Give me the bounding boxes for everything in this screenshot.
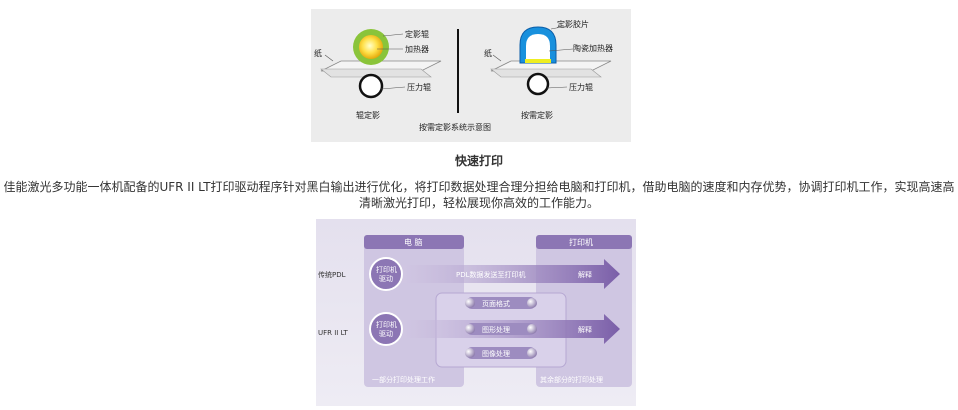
label-fuser-roller: 定影辊 bbox=[405, 29, 429, 39]
label-paper-left: 纸 bbox=[314, 48, 322, 58]
section-body: 佳能激光多功能一体机配备的UFR II LT打印驱动程序针对黑白输出进行优化，将… bbox=[3, 180, 955, 210]
label-ceramic-heater: 陶瓷加热器 bbox=[573, 43, 613, 53]
driver-badge-1-line1: 打印机 bbox=[376, 265, 397, 274]
step-image: 图像处理 bbox=[482, 349, 510, 358]
driver-badge-1-line2: 驱动 bbox=[379, 274, 393, 283]
header-printer: 打印机 bbox=[569, 237, 593, 247]
header-pc: 电 脑 bbox=[404, 237, 423, 247]
driver-badge-2 bbox=[369, 312, 403, 346]
step-graphics: 图形处理 bbox=[482, 325, 510, 334]
section-title: 快速打印 bbox=[454, 154, 503, 168]
driver-badge-2-line1: 打印机 bbox=[376, 320, 397, 329]
driver-badge-2-line2: 驱动 bbox=[379, 329, 393, 338]
print-processing-diagram: 电 脑 打印机 传统PDL UFR II LT PDL数据发送至打印机 解释 打… bbox=[316, 219, 636, 406]
arrow-pdl-to-printer bbox=[391, 259, 620, 289]
caption-on-demand-fuser: 按需定影 bbox=[521, 110, 553, 120]
label-paper-right: 纸 bbox=[484, 48, 492, 58]
label-pressure-roller-right: 压力辊 bbox=[569, 82, 593, 92]
footer-pc: 一部分打印处理工作 bbox=[372, 375, 435, 384]
interpret-label-2: 解释 bbox=[578, 325, 592, 334]
on-demand-fuser-illustration bbox=[490, 25, 612, 96]
arrow-pdl-text: PDL数据发送至打印机 bbox=[456, 270, 526, 279]
row-label-ufr: UFR II LT bbox=[318, 329, 349, 337]
fuser-system-diagram: 定影辊 加热器 纸 压力辊 辊定影 定影胶片 陶瓷加热器 纸 压力辊 按需定影 … bbox=[311, 9, 631, 142]
driver-badge-1 bbox=[369, 257, 403, 291]
interpret-label-1: 解释 bbox=[578, 270, 592, 279]
row-label-traditional-pdl: 传统PDL bbox=[318, 270, 346, 279]
label-heater: 加热器 bbox=[405, 44, 429, 54]
caption-fuser-system: 按需定影系统示意图 bbox=[419, 122, 491, 132]
step-page-format: 页面格式 bbox=[482, 299, 510, 308]
label-pressure-roller-left: 压力辊 bbox=[407, 82, 431, 92]
roller-fuser-illustration bbox=[320, 29, 442, 99]
footer-printer: 其余部分的打印处理 bbox=[540, 375, 603, 384]
caption-roller-fuser: 辊定影 bbox=[356, 110, 380, 120]
label-fuser-film: 定影胶片 bbox=[557, 19, 589, 29]
